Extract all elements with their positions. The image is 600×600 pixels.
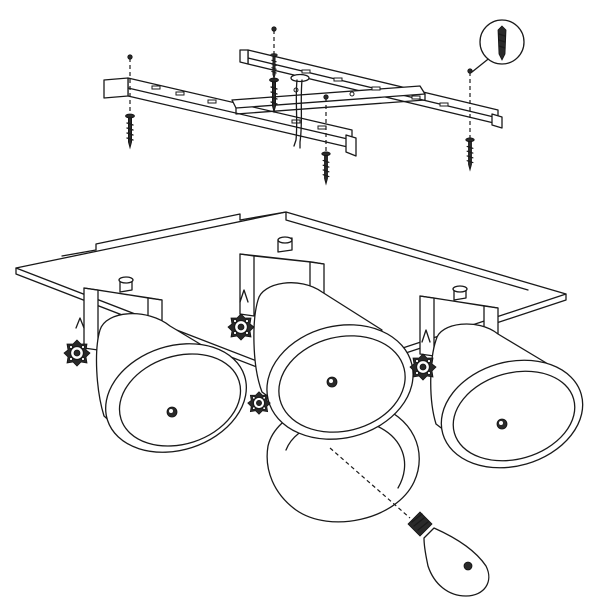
wall-plug-icon xyxy=(497,25,507,61)
screw xyxy=(268,26,280,113)
light-bulb xyxy=(407,511,490,597)
centre-cable xyxy=(290,73,310,149)
adjustment-knob xyxy=(247,391,271,415)
adjustment-knob xyxy=(63,317,91,367)
spotlight-head xyxy=(239,236,414,440)
screw xyxy=(465,68,475,171)
screw xyxy=(124,54,136,149)
wall-plug-callout xyxy=(471,19,525,73)
adjustment-knob xyxy=(227,289,255,341)
screw xyxy=(321,94,331,185)
spotlight-head xyxy=(83,276,247,453)
mounting-bracket xyxy=(103,49,503,157)
bulb-guide xyxy=(329,447,411,519)
adjustment-knob xyxy=(409,329,437,381)
